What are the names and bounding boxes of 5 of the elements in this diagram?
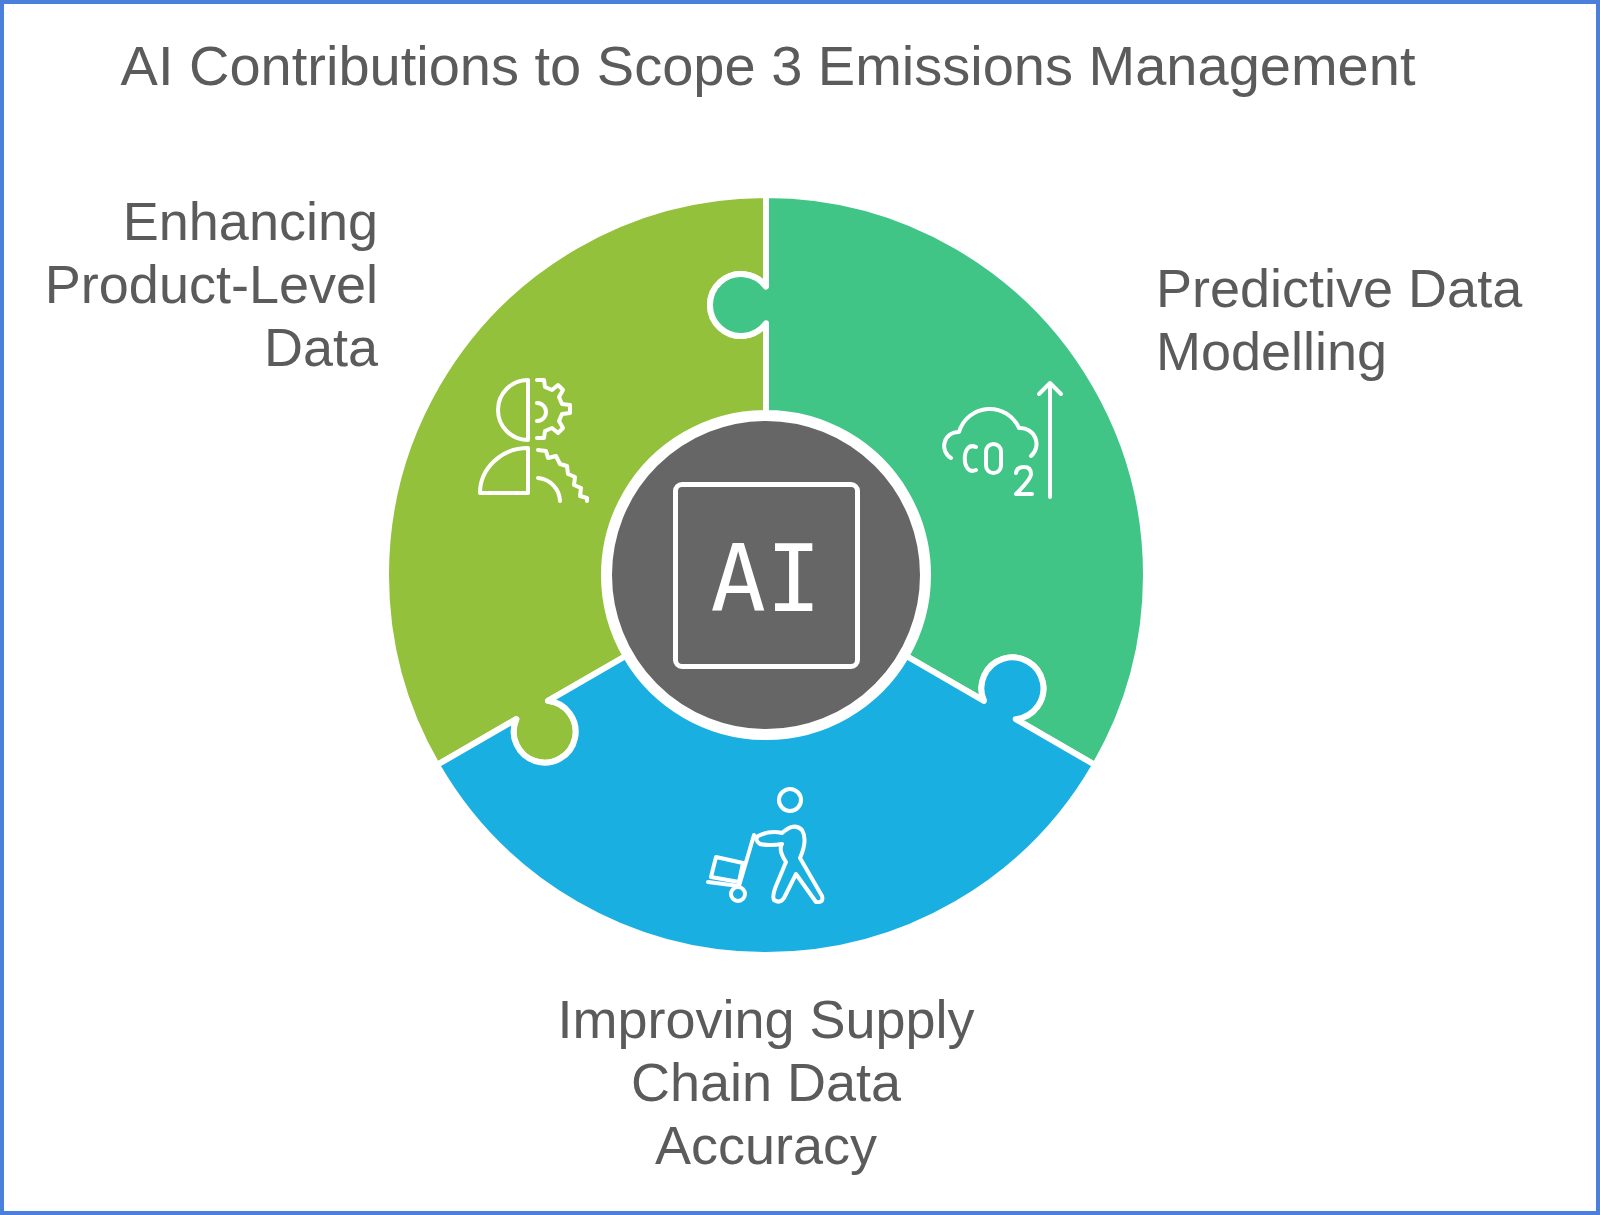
chip-label: AI [672, 481, 860, 669]
piece-label: Improving Supply Chain Data Accuracy [556, 988, 976, 1177]
title: AI Contributions to Scope 3 Emissions Management [120, 34, 1416, 97]
piece-label: Predictive Data Modelling [1156, 257, 1524, 383]
piece-label: Enhancing Product-Level Data [43, 190, 378, 379]
